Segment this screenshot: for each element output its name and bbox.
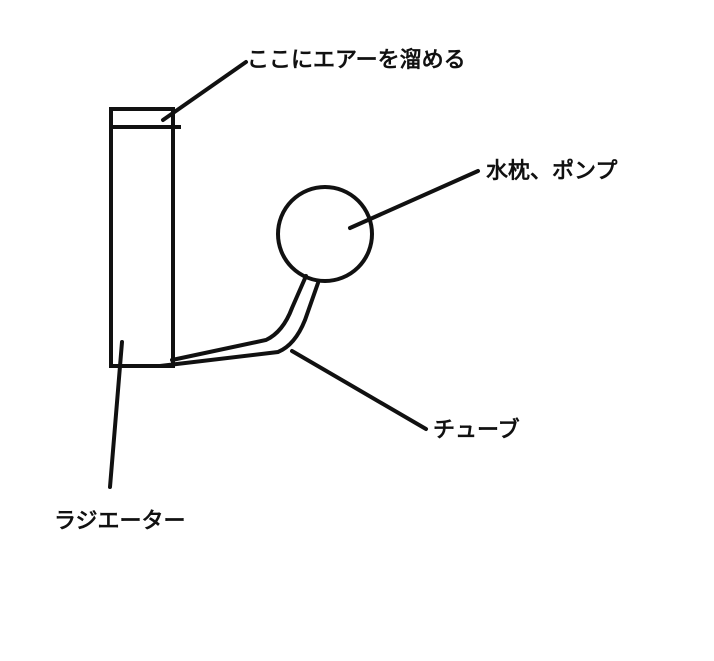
pump-circle (276, 185, 374, 283)
tube-inner-line (170, 274, 308, 362)
leader-line-radiator (108, 340, 124, 489)
pump-label: 水枕、ポンプ (486, 159, 618, 184)
tube-label: チューブ (433, 418, 520, 443)
radiator-shape (109, 107, 175, 368)
tube-outer-line (158, 281, 320, 368)
leader-line-pump (348, 169, 480, 230)
leader-line-air (161, 60, 248, 122)
leader-line-tube (290, 349, 428, 431)
radiator-label: ラジエーター (54, 509, 186, 534)
air-reservoir-label: ここにエアーを溜める (247, 48, 466, 73)
